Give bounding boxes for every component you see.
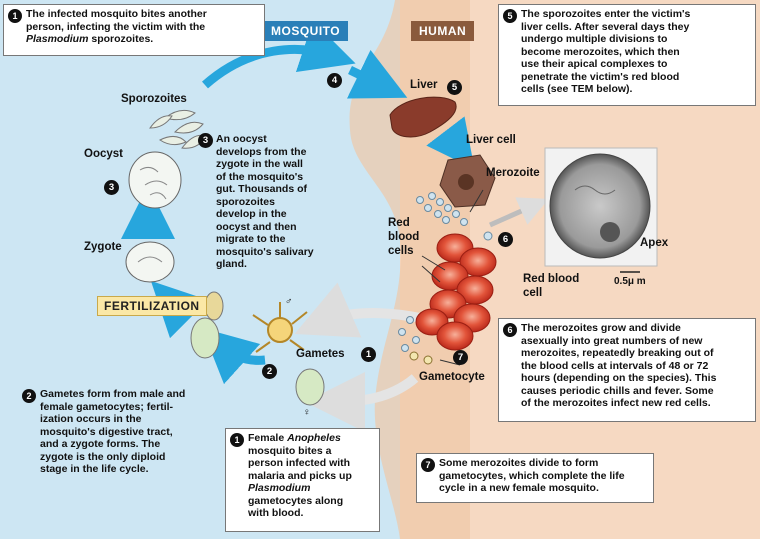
step-1-marker: 1 (8, 9, 22, 23)
step-2-line-1: Gametes form from male and (40, 388, 223, 401)
label-red-blood-cell-1: Red blood (523, 273, 579, 285)
step-6-line-5: hours (depending on the species). This (521, 372, 750, 385)
step-1-bite-box: 1 Female Anopheles mosquito bites a pers… (225, 428, 380, 532)
fertilization-label: FERTILIZATION (97, 296, 207, 316)
zygote (126, 242, 174, 282)
step-3-line-8: oocyst and then (216, 221, 364, 234)
human-header: HUMAN (411, 21, 474, 41)
step-1b-line-7: with blood. (248, 507, 374, 520)
arrow-to-tem (490, 205, 535, 225)
female-gamete (296, 369, 324, 405)
step-6-merozoites-box: 6 The merozoites grow and divide asexual… (498, 318, 756, 422)
step-3-line-2: develops from the (216, 146, 364, 159)
label-gametes: Gametes (296, 348, 345, 360)
step-3-line-3: zygote in the wall (216, 158, 364, 171)
step-5-line-1: The sporozoites enter the victim's (521, 8, 750, 21)
oocyst (129, 152, 181, 208)
marker-7: 7 (453, 350, 468, 365)
male-gamete (253, 302, 307, 352)
label-apex: Apex (640, 237, 668, 249)
step-5-line-2: liver cells. After several days they (521, 21, 750, 34)
step-5-line-6: penetrate the victim's red blood (521, 71, 750, 84)
step-6-line-2: asexually into great numbers of new (521, 335, 750, 348)
step-2-marker: 2 (22, 389, 36, 403)
marker-2: 2 (262, 364, 277, 379)
step-7-line-1: Some merozoites divide to form (439, 457, 648, 470)
step-2-line-4: mosquito's digestive tract, (40, 426, 223, 439)
step-3-oocyst-text: 3 An oocyst develops from the zygote in … (198, 133, 364, 271)
step-1-line-1: The infected mosquito bites another (26, 8, 259, 21)
marker-6: 6 (498, 232, 513, 247)
marker-1-gametes: 1 (361, 347, 376, 362)
step-5-line-7: cells (see TEM below). (521, 83, 750, 96)
step-2-line-6: zygote is the only diploid (40, 451, 223, 464)
step-2-line-7: stage in the life cycle. (40, 463, 223, 476)
label-red-blood-cell-2: cell (523, 287, 542, 299)
step-5-marker: 5 (503, 9, 517, 23)
step-1b-marker: 1 (230, 433, 244, 447)
label-red-blood-cells-2: blood (388, 231, 419, 243)
mosquito-header: MOSQUITO (263, 21, 348, 41)
step-6-marker: 6 (503, 323, 517, 337)
step-2-line-5: and a zygote forms. The (40, 438, 223, 451)
step-5-liver-box: 5 The sporozoites enter the victim's liv… (498, 4, 756, 106)
step-6-line-1: The merozoites grow and divide (521, 322, 750, 335)
step-3-line-10: mosquito's salivary (216, 246, 364, 259)
step-1-line-2: person, infecting the victim with the (26, 21, 259, 34)
step-6-line-4: the blood cells at intervals of 48 or 72 (521, 360, 750, 373)
step-1-infection-box: 1 The infected mosquito bites another pe… (3, 4, 265, 56)
step-3-line-9: migrate to the (216, 233, 364, 246)
label-sporozoites: Sporozoites (121, 93, 187, 105)
step-6-line-6: causes periodic chills and fever. Some (521, 385, 750, 398)
step-5-line-5: use their apical complexes to (521, 58, 750, 71)
step-3-marker: 3 (198, 133, 213, 148)
step-3-line-11: gland. (216, 258, 364, 271)
female-symbol: ♀ (303, 407, 311, 418)
step-5-line-3: undergo multiple divisions to (521, 33, 750, 46)
label-zygote: Zygote (84, 241, 122, 253)
marker-3-oocyst: 3 (104, 180, 119, 195)
male-symbol: ♂ (285, 296, 293, 307)
marker-4: 4 (327, 73, 342, 88)
step-2-line-2: female gametocytes; fertil- (40, 401, 223, 414)
step-1b-anopheles: Anopheles (287, 432, 341, 444)
step-1b-line-5: Plasmodium (248, 482, 374, 495)
step-2-line-3: ization occurs in the (40, 413, 223, 426)
step-7-gametocytes-box: 7 Some merozoites divide to form gametoc… (416, 453, 654, 503)
step-7-line-3: cycle in a new female mosquito. (439, 482, 648, 495)
step-1-line-3: Plasmodium sporozoites. (26, 33, 259, 46)
step-7-marker: 7 (421, 458, 435, 472)
step-1-plasmodium: Plasmodium (26, 33, 88, 45)
label-red-blood-cells-3: cells (388, 245, 414, 257)
step-1b-line-1: Female Anopheles (248, 432, 374, 445)
step-3-line-1: An oocyst (216, 133, 364, 146)
step-3-line-4: of the mosquito's (216, 171, 364, 184)
label-liver: Liver (410, 79, 438, 91)
step-1b-plasmodium: Plasmodium (248, 482, 310, 494)
step-2-gametes-box: 2 Gametes form from male and female game… (18, 385, 228, 485)
arrow-gametes-to-fert (222, 346, 265, 360)
label-oocyst: Oocyst (84, 148, 123, 160)
step-6-line-3: merozoites, repeatedly breaking out of (521, 347, 750, 360)
step-3-line-5: gut. Thousands of (216, 183, 364, 196)
label-scale: 0.5μ m (614, 276, 646, 287)
label-red-blood-cells-1: Red (388, 217, 410, 229)
step-5-line-4: become merozoites, which then (521, 46, 750, 59)
step-6-line-7: of the merozoites infect new red cells. (521, 397, 750, 410)
step-1b-line-4: malaria and picks up (248, 470, 374, 483)
step-1b-line-2: mosquito bites a (248, 445, 374, 458)
step-1b-line-3: person infected with (248, 457, 374, 470)
label-merozoite: Merozoite (486, 167, 540, 179)
marker-5: 5 (447, 80, 462, 95)
label-gametocyte: Gametocyte (419, 371, 485, 383)
step-1b-female: Female (248, 432, 287, 444)
step-3-line-6: sporozoites (216, 196, 364, 209)
step-7-line-2: gametocytes, which complete the life (439, 470, 648, 483)
label-liver-cell: Liver cell (466, 134, 516, 146)
step-1b-line-6: gametocytes along (248, 495, 374, 508)
step-3-line-7: develop in the (216, 208, 364, 221)
tem-micrograph (545, 148, 657, 272)
step-1-line-3-rest: sporozoites. (88, 33, 153, 45)
